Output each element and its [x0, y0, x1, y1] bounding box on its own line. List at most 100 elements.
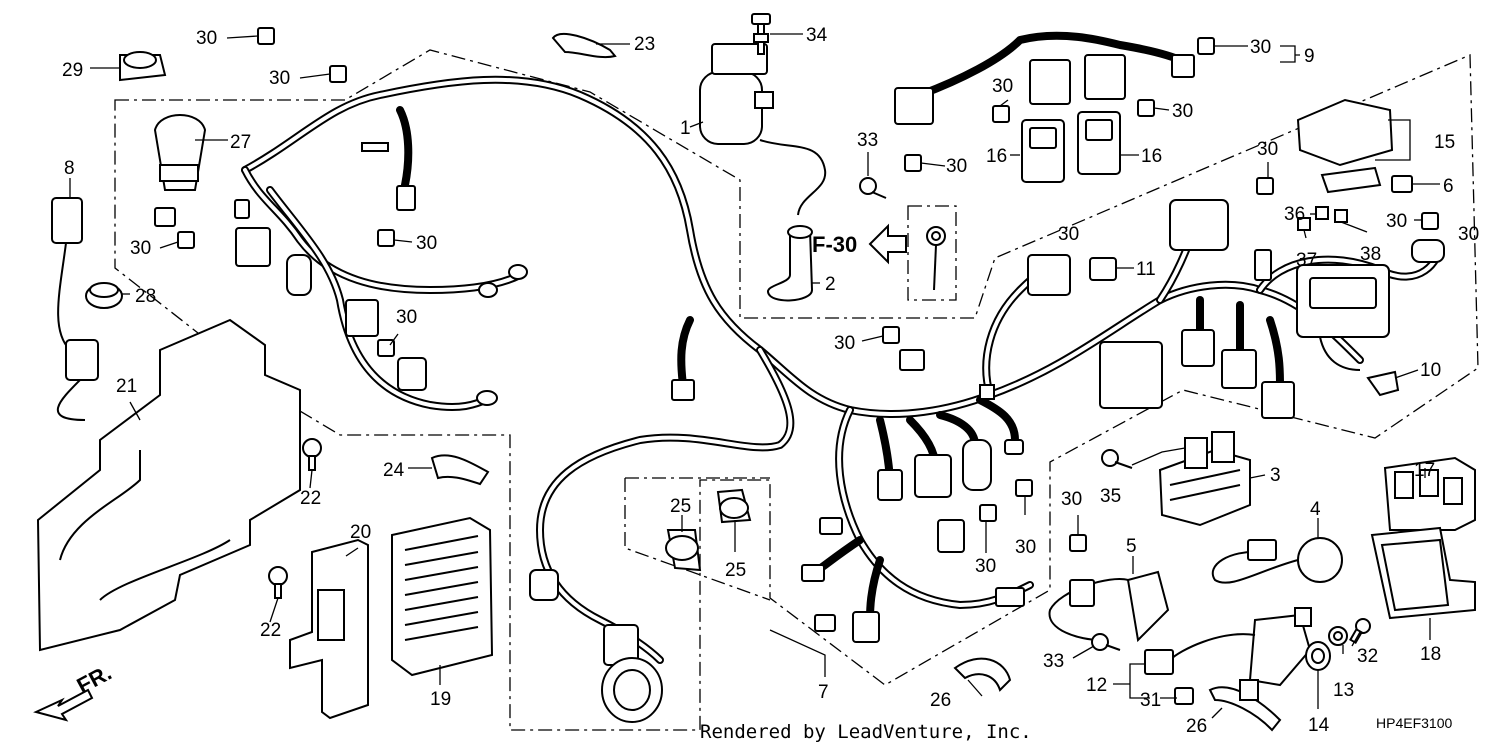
callout-2: 2 — [825, 274, 836, 295]
ignition-coil — [699, 43, 827, 216]
callout-31: 31 — [1140, 690, 1161, 711]
cover-21 — [36, 318, 301, 652]
bolt-33-lower — [1091, 633, 1121, 651]
callout-26-left: 26 — [930, 690, 951, 711]
callout-30-m: 30 — [1061, 489, 1082, 510]
callout-30-i: 30 — [1250, 37, 1271, 58]
f30-reference-label: F-30 — [812, 232, 857, 257]
ecu-19 — [391, 516, 494, 677]
callout-30-g: 30 — [992, 76, 1013, 97]
parts — [36, 13, 1476, 732]
spark-plug-cap — [767, 225, 814, 302]
holder-29 — [119, 51, 167, 82]
regulator-3 — [1158, 431, 1251, 527]
callout-37: 37 — [1296, 250, 1317, 271]
harness-group-boundary — [114, 49, 1479, 731]
harness-connectors — [154, 142, 1445, 723]
callout-36: 36 — [1284, 204, 1305, 225]
grommet-13 — [1328, 626, 1348, 646]
callout-16-left: 16 — [986, 146, 1007, 167]
relay-16-left — [1021, 119, 1065, 183]
callout-34: 34 — [806, 25, 828, 46]
part-callouts: 1 2 3 4 5 6 7 8 9 10 11 12 13 14 15 16 1… — [62, 25, 1479, 737]
callout-32: 32 — [1357, 646, 1378, 667]
group-boundaries — [114, 49, 1479, 731]
bolt-32 — [1349, 618, 1371, 645]
callout-1: 1 — [680, 118, 691, 139]
callout-10: 10 — [1420, 360, 1441, 381]
callout-30-a: 30 — [196, 28, 217, 49]
callout-15: 15 — [1434, 132, 1455, 153]
callout-3: 3 — [1270, 465, 1281, 486]
fuse-box-15 — [1296, 98, 1394, 194]
callout-22-upper: 22 — [300, 488, 321, 509]
part-30-clips — [177, 27, 1439, 552]
callout-28: 28 — [135, 286, 156, 307]
callout-30-o: 30 — [975, 556, 996, 577]
callout-30-j: 30 — [1257, 139, 1278, 160]
callout-30-k: 30 — [1386, 211, 1407, 232]
band-26-lower-left — [953, 657, 1012, 692]
bolt-33 — [859, 177, 887, 199]
callout-20: 20 — [350, 522, 371, 543]
callout-16-right: 16 — [1141, 146, 1162, 167]
callout-29: 29 — [62, 60, 83, 81]
bolt-22-lower — [268, 566, 288, 599]
callout-4: 4 — [1310, 499, 1321, 520]
callout-30-p: 30 — [1058, 224, 1079, 245]
diagram-code: HP4EF3100 — [1376, 715, 1452, 731]
fuse-6 — [1391, 175, 1413, 193]
callout-22-lower: 22 — [260, 620, 281, 641]
callout-5: 5 — [1126, 536, 1137, 557]
relay-4 — [1211, 537, 1343, 584]
callout-35: 35 — [1100, 486, 1121, 507]
callout-19: 19 — [430, 689, 451, 710]
band-24 — [430, 454, 490, 486]
bolt-35 — [1101, 449, 1133, 469]
connector-11 — [1089, 257, 1117, 281]
callout-14: 14 — [1308, 715, 1330, 736]
callout-27: 27 — [230, 132, 251, 153]
callout-21: 21 — [116, 376, 137, 397]
callout-23: 23 — [634, 34, 655, 55]
clip-25-right — [716, 488, 752, 524]
callout-30-n: 30 — [1015, 537, 1036, 558]
leader-lines — [69, 33, 1440, 719]
callout-13: 13 — [1333, 680, 1354, 701]
sensor-5 — [1048, 570, 1170, 643]
callout-17: 17 — [1414, 460, 1435, 481]
callout-30-h: 30 — [1172, 101, 1193, 122]
callout-11: 11 — [1136, 259, 1156, 280]
callout-18: 18 — [1420, 644, 1441, 665]
grommet-14 — [1305, 641, 1331, 671]
callout-33-upper: 33 — [857, 130, 878, 151]
band-26-lower-right — [1208, 679, 1282, 732]
callout-30-f: 30 — [946, 156, 967, 177]
clip-group-boundary — [624, 477, 771, 601]
relay-16-right — [1077, 111, 1121, 175]
callout-30-d: 30 — [416, 233, 437, 254]
band-27 — [153, 114, 207, 191]
sensor-8 — [51, 197, 99, 421]
callout-6: 6 — [1443, 176, 1454, 197]
fuses-36-38 — [1297, 206, 1348, 231]
front-direction-arrow: FR. — [33, 660, 116, 722]
callout-25-right: 25 — [725, 560, 746, 581]
clip-25-left — [665, 529, 702, 572]
grommet-28 — [85, 282, 123, 309]
callout-9: 9 — [1304, 46, 1315, 67]
callout-38: 38 — [1360, 244, 1381, 265]
callout-7: 7 — [818, 682, 829, 703]
f30-reference-arrow: F-30 — [812, 223, 907, 265]
bracket-20 — [289, 538, 369, 720]
front-label: FR. — [73, 660, 116, 699]
callout-33-lower: 33 — [1043, 651, 1064, 672]
band-23 — [551, 33, 617, 59]
credit-text: Rendered by LeadVenture, Inc. — [700, 721, 1032, 743]
bolt-22-upper — [302, 438, 322, 471]
callout-30-q: 30 — [1458, 224, 1479, 245]
callout-30-b: 30 — [269, 68, 290, 89]
f30-detail-box — [907, 205, 957, 301]
callout-24: 24 — [383, 460, 405, 481]
